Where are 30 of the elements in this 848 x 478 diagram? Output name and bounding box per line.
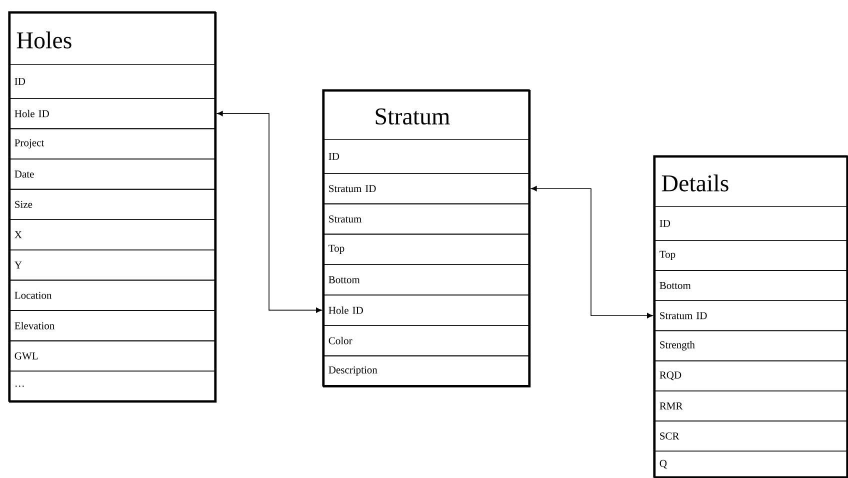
table-row: Size bbox=[9, 188, 216, 220]
table-row: Stratum bbox=[323, 203, 530, 235]
table-row: ID bbox=[9, 64, 216, 99]
table-row: Hole ID bbox=[323, 294, 530, 326]
connector-arrow bbox=[530, 186, 653, 318]
table-row: GWL bbox=[9, 340, 216, 372]
table-row: Stratum ID bbox=[323, 173, 530, 204]
table-row: Description bbox=[323, 355, 530, 387]
table-row: Bottom bbox=[654, 270, 848, 301]
table-row: RMR bbox=[654, 390, 848, 422]
table-row: Y bbox=[9, 250, 216, 281]
table-row: Date bbox=[9, 158, 216, 190]
table-row: Q bbox=[654, 450, 848, 478]
table-row: Project bbox=[9, 128, 216, 160]
table-row: Color bbox=[323, 325, 530, 356]
table-row: Top bbox=[654, 240, 848, 271]
connector-arrow bbox=[216, 110, 322, 313]
table-row: Location bbox=[9, 280, 216, 311]
table-row: SCR bbox=[654, 420, 848, 452]
table-row: Strength bbox=[654, 330, 848, 362]
table-row: Top bbox=[323, 234, 530, 265]
table-row: Bottom bbox=[323, 264, 530, 296]
table-row: ID bbox=[654, 206, 848, 241]
table-row: Hole ID bbox=[9, 98, 216, 130]
table-row: X bbox=[9, 219, 216, 250]
table-row: Stratum ID bbox=[654, 300, 848, 332]
table-row: ID bbox=[323, 139, 530, 174]
table-row: Elevation bbox=[9, 310, 216, 342]
table-row: RQD bbox=[654, 360, 848, 392]
table-row: … bbox=[9, 370, 216, 402]
